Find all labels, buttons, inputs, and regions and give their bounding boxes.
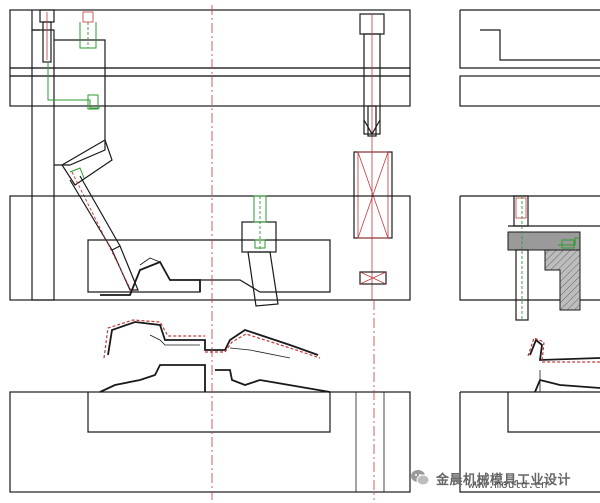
top-pin xyxy=(79,11,97,49)
angled-lifter xyxy=(61,139,139,293)
center-slide xyxy=(241,195,279,307)
plate-notch xyxy=(31,10,40,31)
spring-box xyxy=(353,151,393,285)
side-view-part xyxy=(527,337,600,363)
bolt-top-left xyxy=(39,9,100,110)
die-detail xyxy=(139,257,161,266)
side-view-middle xyxy=(459,195,600,321)
lower-die-contour-right xyxy=(215,369,331,393)
product-part xyxy=(103,319,321,359)
main-bolt xyxy=(359,13,385,300)
stripper-plate xyxy=(9,75,411,107)
watermark: 金晨机械模具工业设计 xyxy=(410,463,600,493)
lower-die-contour xyxy=(99,364,206,393)
left-guide-column xyxy=(31,29,106,301)
upper-die-contour xyxy=(100,260,201,296)
top-clamp-plate xyxy=(9,9,411,77)
wechat-logo-icon xyxy=(411,470,430,486)
side-view-bottom xyxy=(459,370,600,493)
watermark-text: 金晨机械模具工业设计 xyxy=(436,472,572,488)
punch-plate xyxy=(9,391,411,493)
side-view-top xyxy=(459,9,600,107)
watermark-url: www.mould.cn xyxy=(468,478,548,491)
cavity-plate xyxy=(9,195,411,301)
